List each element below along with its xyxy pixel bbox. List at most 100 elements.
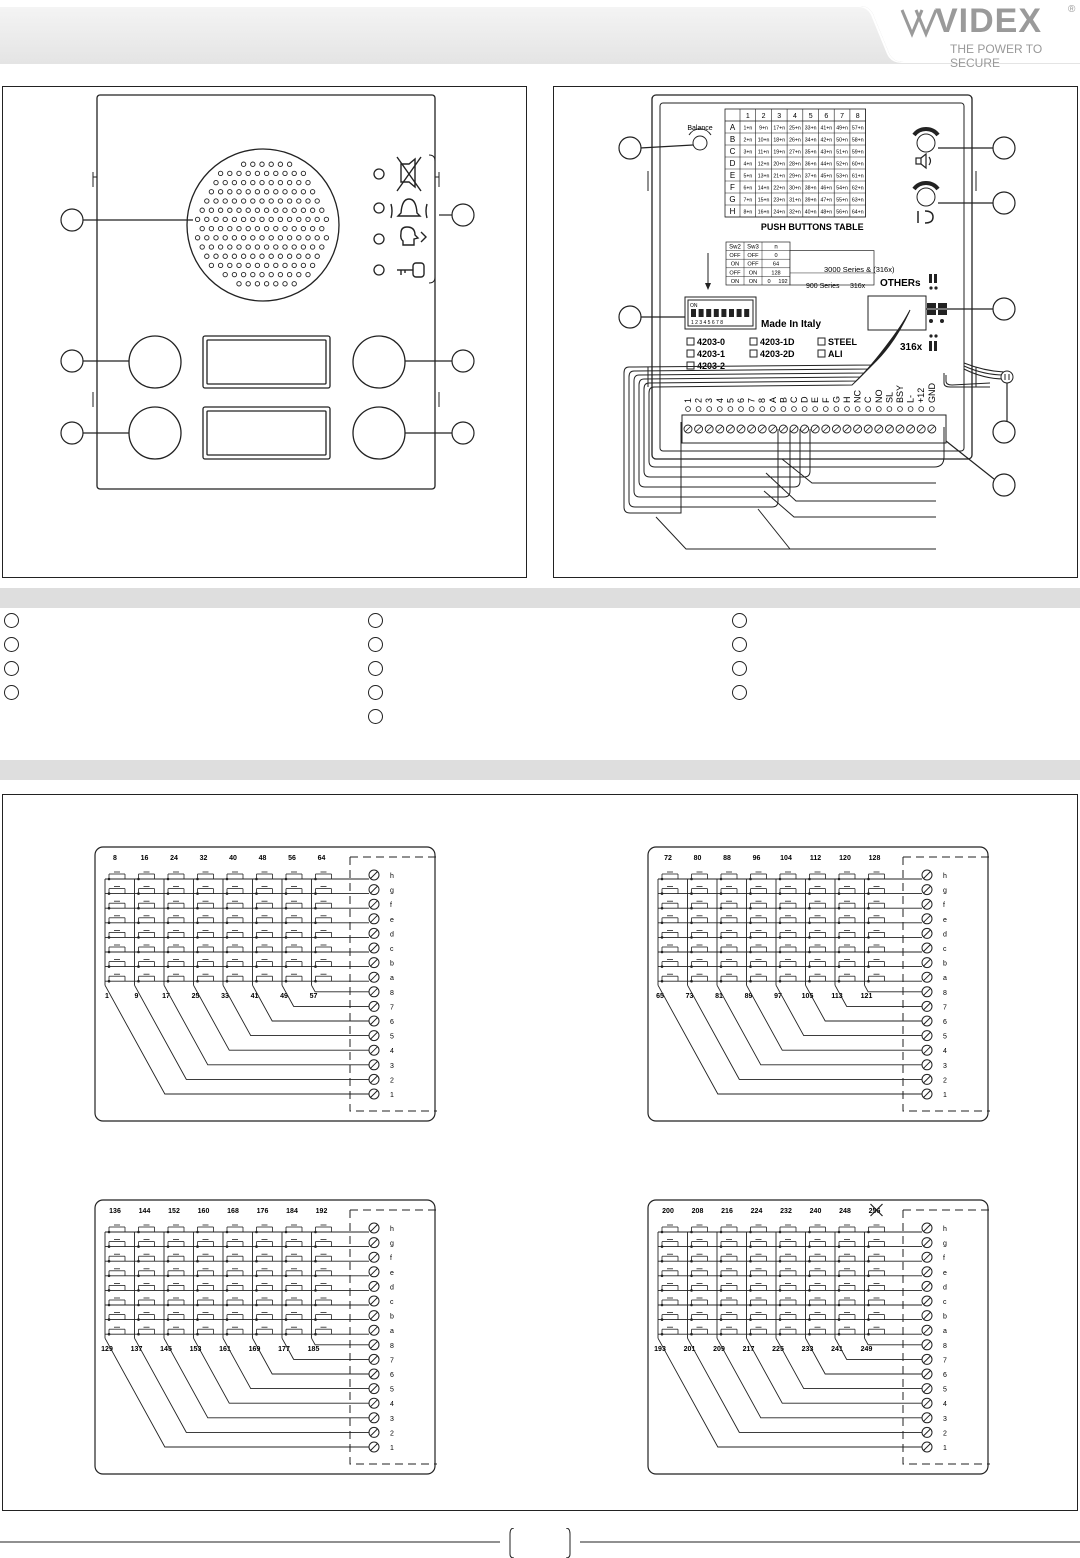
wiring-col-number: 6 (390, 1372, 394, 1379)
wiring-top-label: 64 (318, 855, 326, 862)
table-row-header: D (730, 159, 736, 168)
wiring-top-label: 248 (839, 1208, 851, 1215)
sw-cell: OFF (729, 253, 741, 259)
wiring-row-letter: h (390, 1226, 394, 1233)
table-cell: 63+n (852, 198, 864, 204)
wiring-bottom-label: 9 (135, 993, 139, 1000)
wiring-diagram: hgfedcba87654321200208216224232240248256… (647, 1199, 990, 1475)
wiring-row-letter: e (390, 1270, 394, 1277)
wiring-bottom-label: 249 (861, 1346, 873, 1353)
wiring-col-number: 5 (943, 1387, 947, 1394)
wiring-bottom-label: 49 (280, 993, 288, 1000)
wiring-row-letter: d (943, 931, 947, 938)
table-col-header: 4 (793, 113, 797, 120)
wiring-col-number: 1 (943, 1092, 947, 1099)
table-cell: 34+n (805, 138, 817, 144)
wiring-bottom-label: 233 (802, 1346, 814, 1353)
table-cell: 33+n (805, 126, 817, 132)
terminal-label: 3 (704, 398, 714, 403)
table-cell: 14+n (758, 186, 770, 192)
speaker-grille (186, 148, 340, 302)
wiring-row-letter: g (943, 1241, 947, 1248)
table-cell: 37+n (805, 174, 817, 180)
wiring-top-label: 232 (780, 1208, 792, 1215)
wiring-row-letter: a (390, 1328, 394, 1335)
table-col-header: 3 (777, 113, 781, 120)
table-cell: 27+n (789, 150, 801, 156)
wiring-bottom-label: 25 (192, 993, 200, 1000)
legend-item (732, 611, 747, 629)
jumper-others (929, 274, 938, 290)
table-cell: 6+n (743, 186, 752, 192)
table-cell: 60+n (852, 162, 864, 168)
front-view-panel (2, 86, 527, 578)
wiring-row-letter: h (943, 873, 947, 880)
wiring-bottom-label: 153 (190, 1346, 202, 1353)
wiring-row-letter: b (943, 1314, 947, 1321)
table-cell: 57+n (852, 126, 864, 132)
table-row-header: H (730, 207, 736, 216)
connector-plug (1000, 370, 1014, 384)
jumper-block (927, 303, 947, 351)
wiring-bottom-label: 185 (308, 1346, 320, 1353)
series-316x-label: 316x (850, 283, 866, 290)
dip-switch: ON 1 2 3 4 5 6 7 8 (684, 296, 757, 330)
table-cell: 16+n (758, 210, 770, 216)
name-cards (202, 335, 331, 460)
table-cell: 53+n (836, 174, 848, 180)
wiring-bottom-label: 89 (745, 993, 753, 1000)
svg-text:4203-1D: 4203-1D (760, 337, 795, 347)
legend-item (4, 611, 19, 629)
wiring-col-number: 6 (943, 1019, 947, 1026)
legend-callout-circle (4, 612, 19, 628)
page-header: VIDEX ® THE POWER TO SECURE (0, 0, 1080, 80)
sw-cell: OFF (747, 253, 759, 259)
wiring-top-label: 208 (692, 1208, 704, 1215)
table-col-header: 8 (856, 113, 860, 120)
table-cell: 17+n (773, 126, 785, 132)
wiring-top-label: 152 (168, 1208, 180, 1215)
terminal-label: D (800, 396, 810, 403)
wiring-top-label: 104 (780, 855, 792, 862)
sw-header: n (774, 245, 777, 251)
table-col-header: 6 (824, 113, 828, 120)
table-cell: 3+n (743, 150, 752, 156)
table-cell: 52+n (836, 162, 848, 168)
svg-text:4203-2D: 4203-2D (760, 349, 795, 359)
others-label: OTHERs (880, 278, 921, 289)
wiring-col-number: 7 (390, 1004, 394, 1011)
call-button-3 (128, 406, 182, 460)
mic-volume-trimmer (912, 181, 940, 207)
wiring-bottom-label: 65 (656, 993, 664, 1000)
legend-item (4, 635, 19, 653)
balance-trimmer (692, 135, 708, 151)
wiring-col-number: 4 (943, 1048, 947, 1055)
speak-icon (400, 226, 427, 246)
table-cell: 55+n (836, 198, 848, 204)
svg-text:ON: ON (690, 303, 698, 309)
legend-item (368, 611, 383, 629)
call-button-2 (352, 335, 406, 389)
table-cell: 43+n (821, 150, 833, 156)
wiring-col-number: 3 (943, 1063, 947, 1070)
push-table-title: PUSH BUTTONS TABLE (761, 222, 864, 232)
table-cell: 9+n (759, 126, 768, 132)
wiring-top-label: 96 (753, 855, 761, 862)
sw-cell: 128 (771, 270, 780, 276)
svg-text:4203-1: 4203-1 (697, 349, 725, 359)
wiring-top-label: 80 (694, 855, 702, 862)
wiring-col-number: 3 (390, 1416, 394, 1423)
table-cell: 18+n (773, 138, 785, 144)
wiring-row-letter: e (943, 1270, 947, 1277)
table-cell: 59+n (852, 150, 864, 156)
table-cell: 36+n (805, 162, 817, 168)
ribbon-cable (623, 309, 1005, 514)
terminal-label: G (831, 396, 841, 403)
terminal-label: 7 (747, 398, 757, 403)
sw-cell: OFF (747, 262, 759, 268)
wiring-top-label: 56 (288, 855, 296, 862)
table-cell: 21+n (773, 174, 785, 180)
